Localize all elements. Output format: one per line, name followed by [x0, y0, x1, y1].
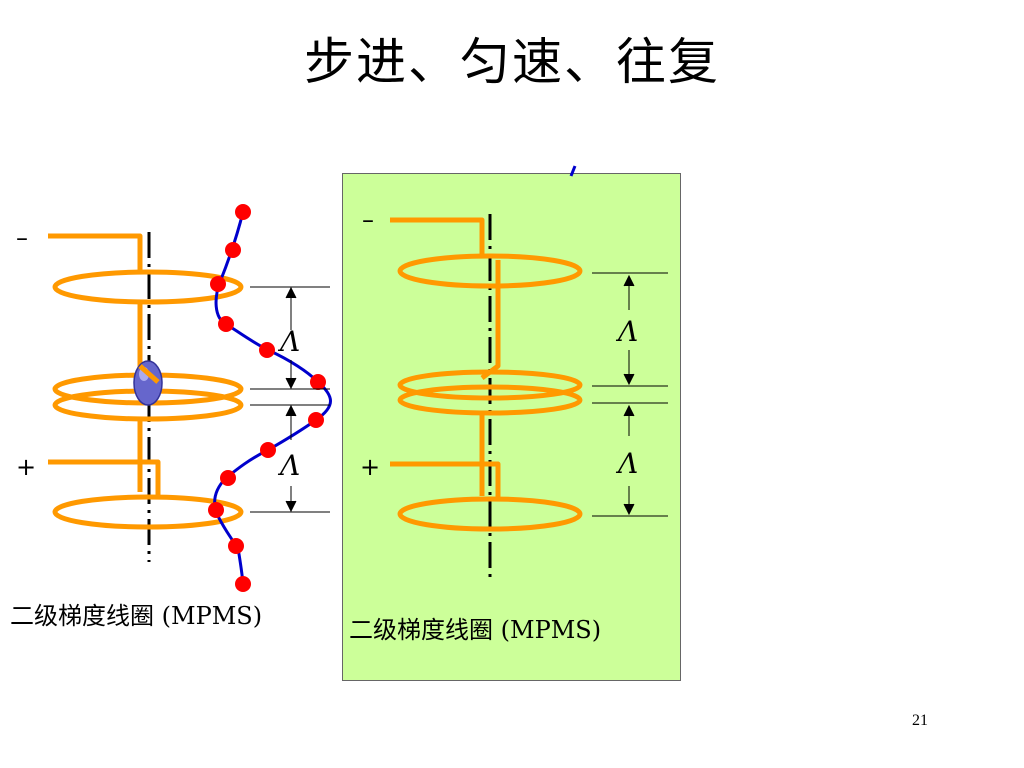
- right-coil-loop-bottom: [397, 496, 583, 532]
- signal-point: [210, 276, 226, 292]
- right-lambda-upper: Λ: [618, 315, 639, 348]
- right-coil-loop-mid-1: [397, 369, 583, 401]
- signal-point: [310, 374, 326, 390]
- right-coil-loop-top: [397, 253, 583, 289]
- left-caption: 二级梯度线圈 (MPMS): [10, 602, 263, 630]
- signal-point: [218, 316, 234, 332]
- left-lambda-lower: Λ: [280, 449, 301, 482]
- right-plus-sign: +: [360, 453, 381, 481]
- right-coil-lead-bottom: [390, 461, 501, 500]
- left-lambda-upper: Λ: [280, 325, 301, 358]
- left-coil-crossover: [138, 364, 160, 384]
- curve-fragment: [569, 165, 577, 177]
- signal-point: [259, 342, 275, 358]
- right-coil-loop-mid-2: [397, 384, 583, 416]
- right-coil-lead-top: [390, 217, 485, 258]
- right-lambda-lower: Λ: [618, 447, 639, 480]
- signal-point: [260, 442, 276, 458]
- right-dimension-marks: [592, 272, 668, 517]
- signal-point: [208, 502, 224, 518]
- slide-number: 21: [912, 712, 928, 729]
- left-gradiometer-coil: [48, 232, 244, 562]
- signal-point: [225, 242, 241, 258]
- left-coil-lead-top: [48, 233, 143, 272]
- signal-point: [235, 576, 251, 592]
- left-coil-loop-bottom: [52, 494, 244, 530]
- signal-curve: [208, 204, 332, 592]
- signal-point: [220, 470, 236, 486]
- right-gradiometer-coil: [390, 214, 583, 578]
- left-coil-loop-top: [52, 269, 244, 305]
- left-minus-sign: –: [16, 224, 28, 252]
- signal-point: [308, 412, 324, 428]
- left-dimension-marks: [250, 286, 330, 513]
- left-plus-sign: +: [16, 453, 37, 481]
- left-coil-lead-bottom: [48, 459, 161, 496]
- right-caption: 二级梯度线圈 (MPMS): [349, 616, 602, 644]
- slide-title: 步进、匀速、往复: [304, 33, 720, 91]
- sample: [133, 360, 163, 406]
- signal-point: [235, 204, 251, 220]
- right-minus-sign: –: [362, 206, 374, 234]
- signal-point: [228, 538, 244, 554]
